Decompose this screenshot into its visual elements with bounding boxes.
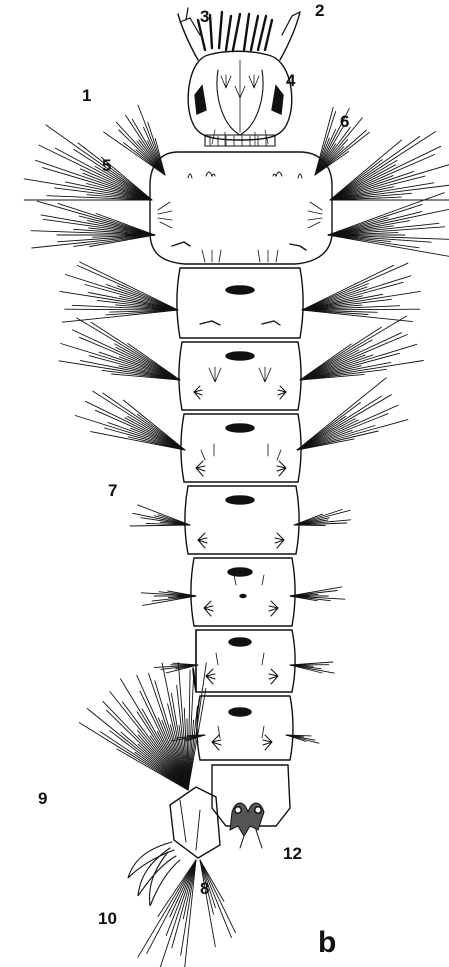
callout-3: 3 <box>200 8 209 25</box>
seta <box>130 525 190 526</box>
seta <box>77 318 180 380</box>
seta <box>300 316 406 380</box>
seta <box>297 420 408 450</box>
abdomen <box>177 268 303 760</box>
head <box>178 8 300 146</box>
seta <box>73 330 181 380</box>
callout-10: 10 <box>98 910 117 927</box>
lateral-setae <box>24 105 449 967</box>
seta <box>330 146 441 200</box>
seta <box>65 275 178 311</box>
callout-6: 6 <box>340 113 349 130</box>
seta <box>77 265 178 310</box>
seta <box>132 119 165 175</box>
seta <box>302 263 408 310</box>
seta <box>105 428 186 450</box>
callout-1: 1 <box>82 87 91 104</box>
seta <box>86 401 186 450</box>
seta <box>80 262 178 310</box>
callout-8: 8 <box>200 880 209 897</box>
callout-7: 7 <box>108 482 117 499</box>
seta <box>300 333 402 380</box>
seta <box>123 702 189 790</box>
seta <box>108 423 185 450</box>
seta <box>302 265 394 310</box>
seta <box>58 235 155 242</box>
seta <box>328 235 431 242</box>
panel-letter: b <box>318 928 336 958</box>
callout-9: 9 <box>38 790 47 807</box>
thorax <box>150 152 332 264</box>
seta <box>133 513 190 525</box>
seta <box>330 163 449 200</box>
seta <box>315 118 362 175</box>
seta <box>297 395 391 450</box>
callout-4: 4 <box>286 72 295 89</box>
seta <box>302 276 411 310</box>
seta <box>138 505 190 525</box>
seta <box>294 525 325 526</box>
callout-12: 12 <box>283 845 302 862</box>
seta <box>315 125 344 175</box>
callout-2: 2 <box>315 2 324 19</box>
seta <box>200 860 231 938</box>
seta <box>36 160 153 200</box>
seta <box>103 393 185 450</box>
callout-5: 5 <box>102 157 111 174</box>
seta <box>39 145 152 200</box>
seta <box>37 201 155 235</box>
